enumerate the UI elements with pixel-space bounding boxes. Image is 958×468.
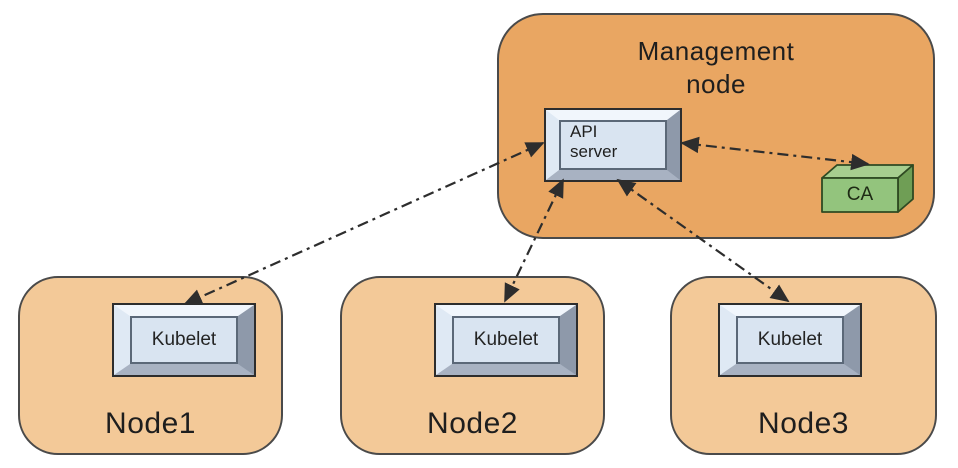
node1-kubelet-label: Kubelet	[151, 329, 217, 350]
node2-box: Kubelet Node2	[340, 276, 605, 455]
node3-kubelet-box: Kubelet	[718, 303, 862, 377]
node1-kubelet-box: Kubelet	[112, 303, 256, 377]
node2-kubelet-label: Kubelet	[473, 329, 539, 350]
api-server-box: API server	[544, 108, 682, 182]
management-node-box: Management node API server CA	[497, 13, 935, 239]
node3-label: Node3	[758, 407, 849, 440]
node3-kubelet-label: Kubelet	[757, 329, 823, 350]
node2-kubelet-box: Kubelet	[434, 303, 578, 377]
api-server-label: API server	[570, 122, 618, 161]
node3-box: Kubelet Node3	[670, 276, 937, 455]
ca-3d-shape-icon	[821, 164, 914, 213]
node1-label: Node1	[105, 407, 196, 440]
ca-box: CA	[817, 157, 922, 219]
node1-box: Kubelet Node1	[18, 276, 283, 455]
node2-label: Node2	[427, 407, 518, 440]
ca-label: CA	[846, 184, 874, 205]
management-node-label: Management node	[637, 36, 795, 99]
